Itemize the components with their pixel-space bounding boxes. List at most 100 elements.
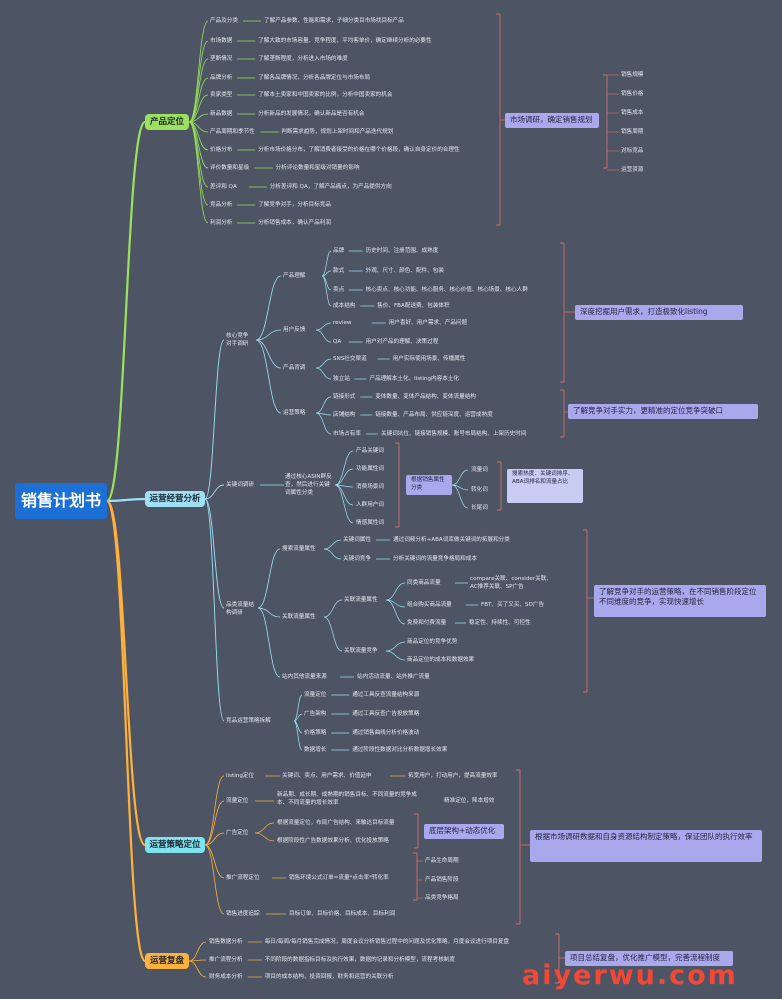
product-item-key[interactable]: 评价数量和星级 (210, 165, 250, 171)
product-item-value[interactable]: 分析新品的发展情况，确认新品是否有机会 (258, 111, 365, 117)
product-item-key[interactable]: 垄断情况 (210, 56, 233, 62)
ops-pu-key[interactable]: 卖点 (333, 287, 345, 293)
product-item-key[interactable]: 价格分布 (210, 147, 233, 153)
product-item-value[interactable]: 了解各品牌情况，分析各品牌定位与市场布局 (258, 75, 371, 81)
strategy-ads-box[interactable]: 底层架构+动态优化 (424, 824, 504, 839)
ops-keyword-research[interactable]: 关键词调研 (226, 482, 254, 488)
ops-os-value[interactable]: 链接数量、产品布局、供应链深度、运营成熟度 (375, 412, 493, 418)
ops-keyword-flow[interactable]: 流量词 (471, 467, 488, 473)
product-item-value[interactable]: 分析市场价格分布，了解消费者接受的价格在哪个价格段，确认自身定价的合理性 (258, 147, 460, 153)
strategy-traffic-value[interactable]: 新品期、成长期、成熟期的销售目标、不同流量的竞争成本、不同流量的增长效率 (277, 792, 417, 806)
ops-uf-value[interactable]: 用户对产品的理解、决策过程 (365, 339, 439, 345)
strategy-flow-key[interactable]: 推广流程定位 (226, 875, 260, 881)
section-review[interactable]: 运营复盘 (145, 953, 189, 969)
ops-keyword-type[interactable]: 产品关键词 (356, 448, 384, 454)
product-item-key[interactable]: 卖家类型 (210, 92, 233, 98)
ops-co-key[interactable]: 流量定位 (304, 692, 327, 698)
strategy-listing-result[interactable]: 拓宽用户，打动用户，提高流量效率 (408, 773, 498, 779)
product-item-key[interactable]: 竞品分析 (210, 202, 233, 208)
ops-ra-value[interactable]: FBT、买了又买、SD广告 (481, 602, 545, 608)
ops-pu-key[interactable]: 成本结构 (333, 303, 356, 309)
strategy-listing-value[interactable]: 关键词、卖点、用户需求、价值延申 (282, 773, 372, 779)
ops-ra-key[interactable]: 免费和付费流量 (407, 620, 447, 626)
strategy-flow-item[interactable]: 产品生命周期 (425, 858, 459, 864)
ops-offsite-key[interactable]: 站内其他流量来源 (282, 674, 327, 680)
ops-user-feedback[interactable]: 用户反馈 (283, 327, 306, 333)
ops-os-key[interactable]: 市场占有率 (333, 431, 361, 437)
root-node[interactable]: 销售计划书 (15, 483, 107, 519)
ops-co-key[interactable]: 价格策略 (304, 730, 327, 736)
product-item-value[interactable]: 了解大致的市场容量、竞争程度、平均客单价，确定继续分析的必要性 (258, 38, 432, 44)
ops-co-value[interactable]: 通过阶段性数据对比分析数据增长效果 (352, 747, 448, 753)
ops-co-key[interactable]: 数据增长 (304, 747, 327, 753)
ops-pu-value[interactable]: 售价、FBA配送费、包装体积 (377, 303, 450, 309)
product-item-key[interactable]: 产品周期和季节性 (210, 129, 255, 135)
review-item-value[interactable]: 项目的成本结构，投资回报，财务和运营的关联分析 (264, 974, 394, 980)
ops-ra-value[interactable]: 稳定性、持续性、可控性 (469, 620, 531, 626)
ops-keyword-type[interactable]: 人群用户词 (356, 502, 384, 508)
strategy-traffic-result[interactable]: 精准定位，降本增效 (444, 798, 495, 804)
ops-st-key[interactable]: 关键词属性 (343, 537, 371, 543)
ops-kw-box[interactable]: 根据销售属性分类 (406, 475, 452, 495)
product-item-key[interactable]: 市场数据 (210, 38, 233, 44)
ops-pu-key[interactable]: 品牌 (333, 248, 345, 254)
ops-os-key[interactable]: 店铺结构 (333, 412, 356, 418)
review-item-key[interactable]: 推广流程分析 (209, 957, 243, 963)
ops-st-key[interactable]: 关键词竞争 (343, 556, 371, 562)
product-item-value[interactable]: 分析销售成本，确认产品利润 (258, 220, 331, 226)
review-item-key[interactable]: 销售数据分析 (209, 939, 243, 945)
ops-pb-key[interactable]: 独立站 (333, 376, 350, 382)
ops-keyword-flow[interactable]: 转化词 (471, 487, 488, 493)
strategy-progress-key[interactable]: 销售进度追踪 (226, 911, 260, 917)
ops-os-value[interactable]: 关键词坑位、链接销售规模、账号布局结构、上架历史时间 (381, 431, 527, 437)
ops-pu-value[interactable]: 核心卖点、核心功能、核心服务、核心价值、核心场景、核心人群 (365, 287, 528, 293)
strategy-ads-value-1[interactable]: 根据流量定位，布局广告结构、来触达目标流量 (277, 820, 395, 826)
ops-st-value[interactable]: 分析关键词的流量竞争格局和成本 (393, 556, 477, 562)
ops-os-key[interactable]: 链接形式 (333, 394, 356, 400)
product-right-item[interactable]: 对标竞品 (621, 148, 644, 154)
product-right-item[interactable]: 销售周期 (621, 129, 644, 135)
ops-search-traffic[interactable]: 搜索流量属性 (282, 546, 316, 552)
ops-keyword-type[interactable]: 功能属性词 (356, 466, 384, 472)
ops-kw-flow-box[interactable]: 搜索热度、关键词排序、ABA词排名和流量占比 (507, 469, 583, 503)
strategy-ads-value-2[interactable]: 根据阶段性广告数据效果分析、优化投放策略 (277, 838, 389, 844)
ops-os-value[interactable]: 变体数量、变体产品结构、变体流量结构 (375, 394, 476, 400)
ops-pb-value[interactable]: 用户实际使用场景、传播属性 (392, 356, 466, 362)
review-item-value[interactable]: 不同阶段的数据指标目标及执行效果，数据的记录和分析模型，流程考核制度 (264, 957, 455, 963)
ops-pb-key[interactable]: SNS社交渠道 (333, 356, 367, 362)
ops-st-value[interactable]: 通过词频分析+ABA词库做关键词的拓展和分类 (393, 537, 510, 543)
ops-pu-value[interactable]: 外观、尺寸、颜色、配件、包装 (365, 268, 444, 274)
product-right-item[interactable]: 销售规模 (621, 72, 644, 78)
strategy-flow-item[interactable]: 品类竞争格局 (425, 895, 459, 901)
ops-related-traffic[interactable]: 关联流量属性 (282, 614, 316, 620)
product-item-key[interactable]: 产品及分类 (210, 18, 238, 24)
review-summary-box[interactable]: 项目总结复盘，优化推广模型，完善流程制度 (565, 951, 733, 966)
ops-pu-value[interactable]: 历史时间、注册范围、成熟度 (365, 248, 439, 254)
ops-offsite-value[interactable]: 站内活动流量、站外推广流量 (357, 674, 430, 680)
ops-related-attr[interactable]: 关联流量属性 (344, 597, 378, 603)
ops-summary-2[interactable]: 了解竞争对手实力，更精准的定位竞争突破口 (568, 404, 758, 419)
section-strategy-positioning[interactable]: 运营策略定位 (145, 837, 205, 853)
ops-keyword-flow[interactable]: 长尾词 (471, 505, 488, 511)
product-item-key[interactable]: 差评和 QA (210, 184, 237, 190)
strategy-flow-item[interactable]: 产品销售阶段 (425, 877, 459, 883)
ops-uf-value[interactable]: 用户喜好、用户需求、产品问题 (388, 320, 468, 326)
product-right-item[interactable]: 销售价格 (621, 91, 644, 97)
product-item-key[interactable]: 利润分析 (210, 220, 233, 226)
product-item-value[interactable]: 判断需求趋势，规划上架时间和产品迭代规划 (281, 129, 394, 135)
product-item-key[interactable]: 品牌分析 (210, 75, 233, 81)
ops-keyword-desc[interactable]: 通过核心ASIN群反查，然后进行关键词属性分类 (285, 474, 332, 496)
strategy-traffic-key[interactable]: 流量定位 (226, 798, 249, 804)
strategy-ads-key[interactable]: 广告定位 (226, 830, 249, 836)
product-item-key[interactable]: 新品数据 (210, 111, 233, 117)
ops-core-competitor[interactable]: 核心竞争对手调研 (226, 333, 249, 347)
ops-ra-key[interactable]: 组合购买商品流量 (407, 602, 452, 608)
ops-keyword-type[interactable]: 情感属性词 (356, 520, 384, 526)
ops-product-background[interactable]: 产品背调 (283, 365, 306, 371)
section-product-positioning[interactable]: 产品定位 (145, 114, 189, 130)
ops-summary-3[interactable]: 了解竞争对手的运营策略，在不同销售阶段定位不同维度的竞争，实现快速增长 (594, 585, 766, 617)
ops-keyword-type[interactable]: 消费场景词 (356, 484, 384, 490)
ops-ra-key[interactable]: 同类商品流量 (407, 580, 441, 586)
product-item-value[interactable]: 分析评论数量和星级对销量的影响 (275, 165, 360, 171)
section-operations-analysis[interactable]: 运营经营分析 (145, 491, 205, 507)
